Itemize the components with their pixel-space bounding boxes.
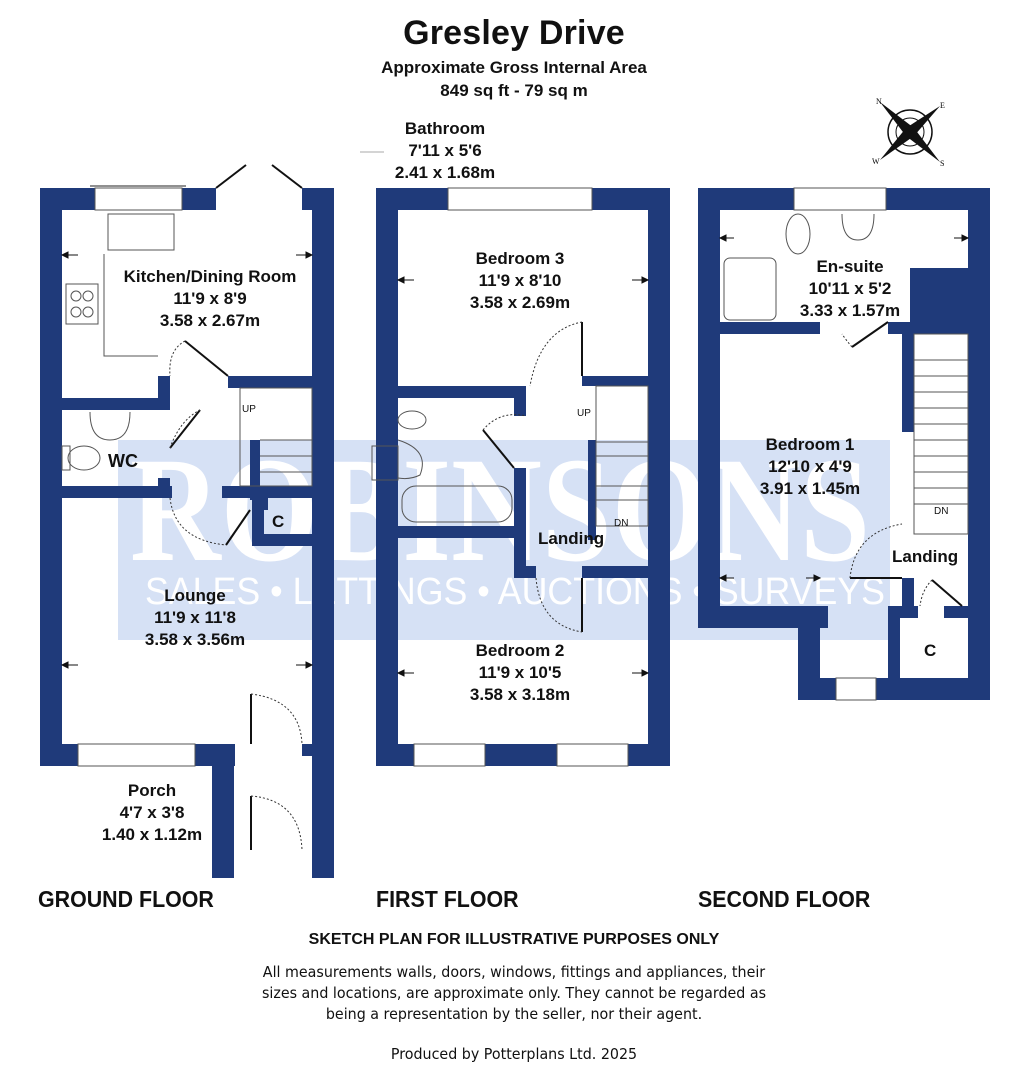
svg-text:N: N bbox=[876, 97, 882, 106]
room-landing-first: Landing bbox=[538, 529, 605, 548]
room-bathroom: Bathroom 7'11 x 5'6 2.41 x 1.68m bbox=[394, 119, 496, 182]
compass-rose-icon: N E S W bbox=[872, 97, 945, 168]
room-bedroom-1: Bedroom 1 12'10 x 4'9 3.91 x 1.45m bbox=[759, 435, 861, 498]
stairs-dn-second: DN bbox=[934, 506, 949, 517]
stairs-up-first: UP bbox=[577, 408, 591, 419]
svg-text:W: W bbox=[872, 157, 880, 166]
room-porch: Porch 4'7 x 3'8 1.40 x 1.12m bbox=[101, 781, 203, 844]
svg-text:E: E bbox=[940, 101, 945, 110]
label-first-floor: FIRST FLOOR bbox=[376, 886, 519, 912]
room-lounge: Lounge 11'9 x 11'8 3.58 x 3.56m bbox=[144, 586, 246, 649]
room-en-suite: En-suite 10'11 x 5'2 3.33 x 1.57m bbox=[799, 257, 901, 320]
sketch-notice: SKETCH PLAN FOR ILLUSTRATIVE PURPOSES ON… bbox=[308, 931, 720, 948]
room-landing-second: Landing bbox=[892, 547, 959, 566]
room-cupboard-second: C bbox=[924, 641, 937, 660]
room-kitchen-dining: Kitchen/Dining Room 11'9 x 8'9 3.58 x 2.… bbox=[123, 267, 297, 330]
label-ground-floor: GROUND FLOOR bbox=[38, 886, 214, 912]
room-wc: WC bbox=[108, 451, 138, 471]
room-bedroom-3: Bedroom 3 11'9 x 8'10 3.58 x 2.69m bbox=[469, 249, 571, 312]
produced-by: Produced by Potterplans Ltd. 2025 bbox=[390, 1045, 638, 1063]
gross-area: 849 sq ft - 79 sq m bbox=[440, 81, 588, 100]
disclaimer: All measurements walls, doors, windows, … bbox=[261, 963, 767, 1023]
plan-subtitle: Approximate Gross Internal Area bbox=[381, 58, 647, 77]
stairs-up-ground: UP bbox=[242, 404, 256, 415]
plan-title: Gresley Drive bbox=[403, 14, 625, 52]
stairs-dn-first: DN bbox=[614, 518, 629, 529]
room-bedroom-2: Bedroom 2 11'9 x 10'5 3.58 x 3.18m bbox=[469, 641, 571, 704]
floorplan-drawing: ROBINSONS SALES • LETTINGS • AUCTIONS • … bbox=[40, 151, 990, 878]
room-cupboard-ground: C bbox=[272, 512, 285, 531]
label-second-floor: SECOND FLOOR bbox=[698, 886, 871, 912]
svg-text:S: S bbox=[940, 159, 944, 168]
